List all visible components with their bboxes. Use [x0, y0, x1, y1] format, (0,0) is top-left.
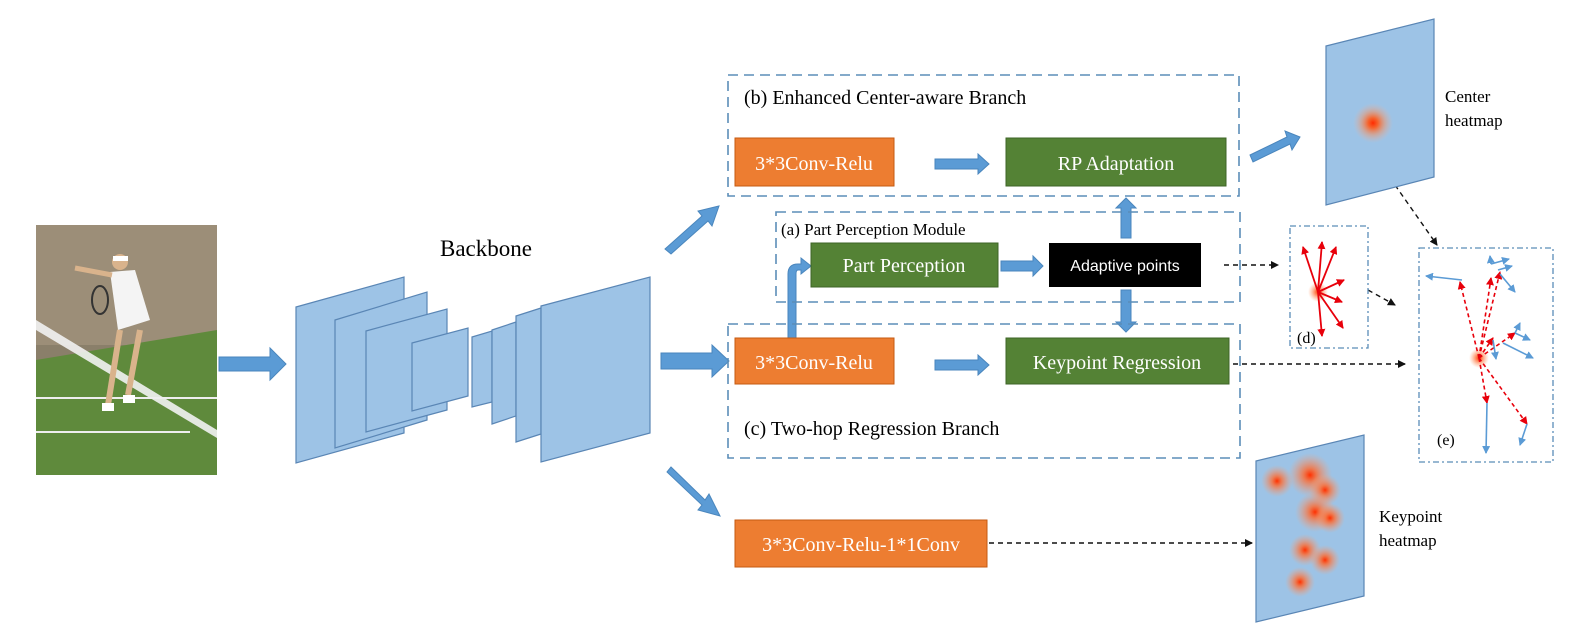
regression-conv-block — [734, 337, 895, 385]
center-branch-title: (b) Enhanced Center-aware Branch — [744, 87, 1026, 109]
part-perception-label: Part Perception — [843, 255, 966, 277]
arrow-conv-to-adaptation — [934, 152, 990, 176]
heatmap-conv-block — [734, 519, 988, 568]
part-module-title: (a) Part Perception Module — [781, 220, 966, 239]
regression-conv-label: 3*3Conv-Relu — [755, 352, 873, 374]
inset-e-blue-arrows — [1425, 255, 1534, 454]
arrow-backbone-to-regression — [660, 343, 730, 379]
keypoint-heatmap-blobs — [1261, 453, 1345, 597]
inset-e-red-arrows — [1457, 271, 1528, 425]
keypoint-regression-block — [1005, 337, 1230, 385]
center-conv-label: 3*3Conv-Relu — [755, 153, 873, 175]
part-perception-block — [810, 242, 999, 288]
flow-arrows — [218, 130, 1301, 517]
arrow-backbone-to-heatmap — [666, 466, 721, 517]
keypoint-heatmap-label: Keypoint heatmap — [1379, 507, 1447, 550]
arrow-perception-to-adaptive — [1000, 254, 1044, 278]
arrow-conv-to-perception — [787, 256, 812, 339]
center-branch-box — [727, 74, 1240, 197]
rp-adaptation-block — [1005, 137, 1227, 187]
adaptive-points-block — [1049, 243, 1201, 287]
inset-d-label: (d) — [1297, 330, 1316, 347]
inset-d-arrows — [1301, 241, 1345, 337]
arrow-adaptive-to-regression — [1114, 289, 1138, 333]
input-image — [36, 225, 217, 475]
inset-d-box — [1289, 225, 1369, 349]
regression-branch-box — [727, 323, 1241, 459]
arrow-center-to-heatmap — [1249, 130, 1301, 163]
adaptive-points-label: Adaptive points — [1070, 258, 1179, 275]
regression-branch-title: (c) Two-hop Regression Branch — [744, 418, 999, 440]
arrow-conv-to-regression — [934, 353, 990, 377]
inset-e-label: (e) — [1437, 432, 1455, 449]
rp-adaptation-label: RP Adaptation — [1058, 153, 1174, 175]
center-heatmap-label: Center heatmap — [1445, 87, 1503, 130]
backbone-label: Backbone — [440, 236, 532, 261]
center-conv-block — [734, 137, 895, 187]
arrow-input-to-backbone — [218, 346, 287, 382]
heatmap-conv-label: 3*3Conv-Relu-1*1Conv — [762, 534, 960, 556]
keypoint-regression-label: Keypoint Regression — [1033, 352, 1201, 374]
dashed-connectors — [989, 184, 1438, 547]
center-heatmap-glow — [1353, 103, 1393, 143]
backbone-blocks — [295, 276, 651, 464]
part-module-box — [775, 211, 1241, 303]
arrow-backbone-to-top — [664, 205, 720, 255]
arrow-adaptive-to-adaptation — [1114, 197, 1138, 239]
inset-e-box — [1418, 247, 1554, 463]
